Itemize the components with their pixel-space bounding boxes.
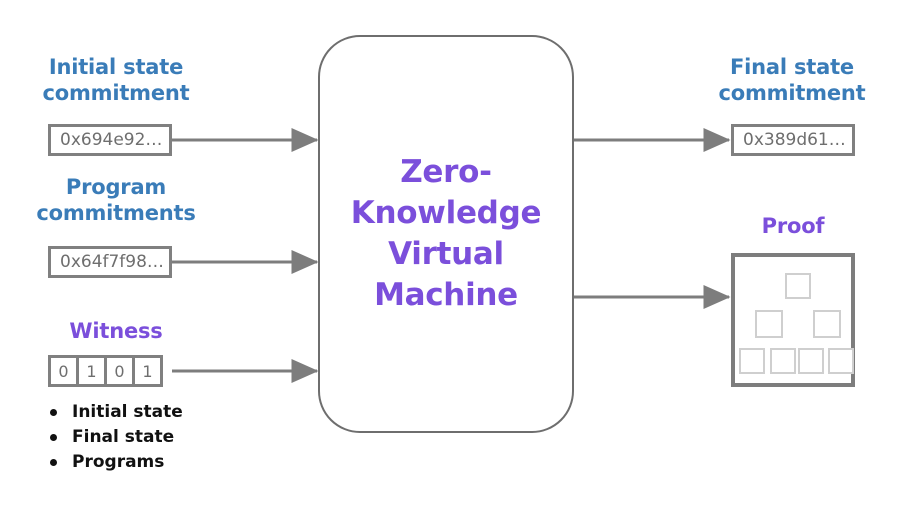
list-item: Final state [46,425,266,450]
proof-box[interactable] [731,253,855,387]
final-state-heading: Final state commitment [718,55,866,105]
merkle-leaf-node [798,348,824,374]
proof-heading: Proof [761,214,825,238]
merkle-leaf-node [739,348,765,374]
merkle-leaf-node [828,348,854,374]
merkle-mid-node [755,310,783,338]
program-commitment-value[interactable]: 0x64f7f98… [48,246,172,278]
merkle-mid-node [813,310,841,338]
witness-bit-cell[interactable]: 0 [48,355,79,387]
witness-bit-cell[interactable]: 1 [132,355,163,387]
list-item: Programs [46,450,266,475]
witness-bit-cell[interactable]: 1 [76,355,107,387]
initial-state-commitment-value[interactable]: 0x694e92… [48,124,172,156]
merkle-leaf-node [770,348,796,374]
witness-bit-cell[interactable]: 0 [104,355,135,387]
witness-contents-list: Initial state Final state Programs [46,400,266,475]
zkvm-box[interactable]: Zero- Knowledge Virtual Machine [318,35,574,433]
witness-bit-row[interactable]: 0 1 0 1 [48,355,163,387]
initial-state-heading: Initial state commitment [42,55,190,105]
witness-heading: Witness [69,319,163,343]
merkle-root-node [785,273,811,299]
final-state-commitment-value[interactable]: 0x389d61… [731,124,855,156]
program-commitments-heading: Program commitments [36,175,196,225]
zkvm-label: Zero- Knowledge Virtual Machine [350,154,542,313]
list-item: Initial state [46,400,266,425]
